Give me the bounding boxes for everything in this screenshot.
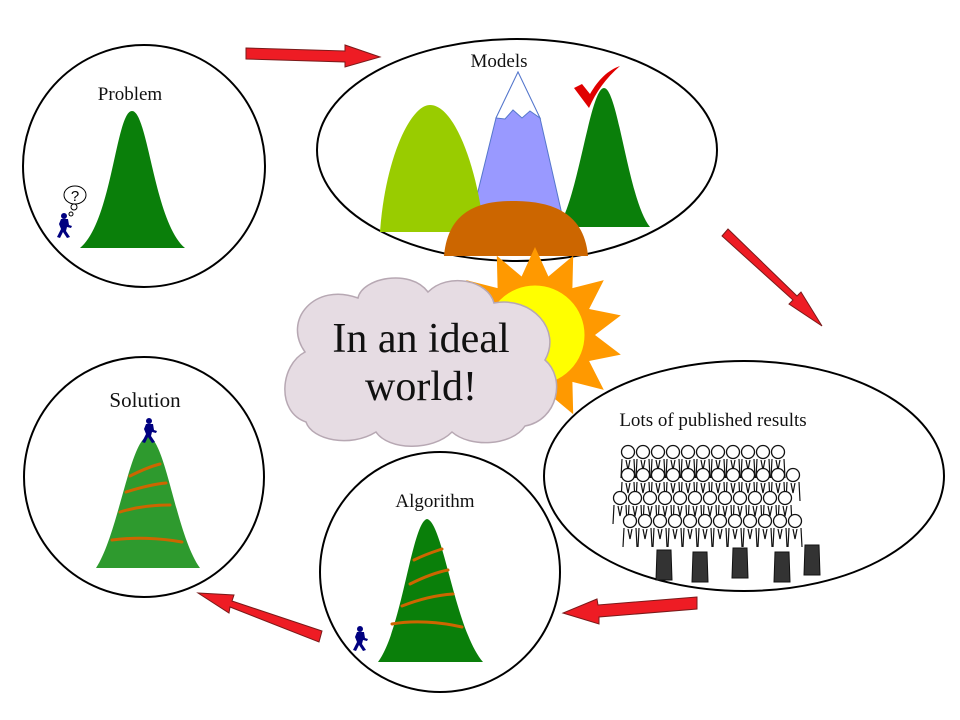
crowd-person-head (710, 444, 726, 460)
crowd-person-body (697, 527, 713, 548)
crowd-person-body (712, 527, 728, 548)
crowd-person-head (652, 513, 668, 529)
published-label: Lots of published results (619, 410, 806, 431)
crowd-person-body (622, 527, 638, 548)
crowd-person-body (787, 527, 803, 548)
crowd-person-head (712, 513, 728, 529)
crowd-person-body (742, 527, 758, 548)
crowd-person-suit (731, 547, 749, 579)
arrow-problem-to-models (245, 44, 382, 68)
thinking-hiker-icon: ? (57, 185, 87, 238)
crowd-person-head (672, 490, 688, 506)
crowd-person-head (742, 513, 758, 529)
crowd-person-head (665, 467, 681, 483)
crowd-person-head (612, 490, 628, 506)
arrow-models-to-results (721, 228, 823, 327)
crowd-person-head (785, 467, 801, 483)
models-label: Models (471, 51, 528, 72)
crowd-person-body (727, 527, 743, 548)
crowd-person-head (637, 513, 653, 529)
solution-node: Solution (23, 356, 265, 598)
crowd-person-head (757, 513, 773, 529)
crowd-person-head (657, 490, 673, 506)
crowd-person-body (667, 527, 683, 548)
brown-hill (444, 201, 588, 256)
crowd-person-head (695, 467, 711, 483)
crowd-person-head (777, 490, 793, 506)
crowd-person-head (740, 467, 756, 483)
crowd-person-head (687, 490, 703, 506)
solution-spiral-path (110, 462, 184, 544)
crowd-person-head (787, 513, 803, 529)
crowd-person-head (682, 513, 698, 529)
crowd-icon (612, 444, 821, 583)
algorithm-label: Algorithm (395, 491, 474, 512)
crowd-person-body (637, 527, 653, 548)
crowd-person-body (682, 527, 698, 548)
lime-hill (380, 105, 484, 232)
crowd-person-body (652, 527, 668, 548)
green-peak (558, 88, 650, 227)
crowd-person-head (620, 467, 636, 483)
crowd-person-head (755, 444, 771, 460)
cloud-text-line2: world! (365, 364, 477, 410)
crowd-person-head (680, 444, 696, 460)
crowd-person-head (725, 444, 741, 460)
snow-cap (495, 70, 542, 120)
crowd-person-body (757, 527, 773, 548)
problem-node: Problem ? (22, 44, 266, 288)
checkmark-icon (574, 66, 620, 108)
crowd-person-suit (691, 551, 709, 583)
crowd-person-head (635, 467, 651, 483)
crowd-person-head (762, 490, 778, 506)
crowd-person-head (725, 467, 741, 483)
crowd-person-suit (655, 549, 673, 581)
crowd-person-head (642, 490, 658, 506)
crowd-person-head (665, 444, 681, 460)
problem-peak (80, 111, 185, 248)
crowd-person-head (727, 513, 743, 529)
crowd-person-head (747, 490, 763, 506)
crowd-person-head (732, 490, 748, 506)
crowd-person-head (622, 513, 638, 529)
crowd-person-head (620, 444, 636, 460)
crowd-person-head (680, 467, 696, 483)
flow-arrows (196, 44, 823, 643)
crowd-person-head (635, 444, 651, 460)
algorithm-spiral-path (390, 547, 464, 629)
crowd-person-suit (773, 551, 791, 583)
arrow-algorithm-to-solution (196, 592, 323, 643)
arrow-results-to-algorithm (561, 596, 698, 625)
crowd-person-head (710, 467, 726, 483)
algorithm-node: Algorithm (319, 451, 561, 693)
crowd-person-head (770, 444, 786, 460)
cloud-text-line1: In an ideal (332, 316, 509, 362)
crowd-person-head (770, 467, 786, 483)
cloud-callout: In an ideal world! (284, 277, 558, 447)
crowd-person-head (695, 444, 711, 460)
crowd-person-head (650, 444, 666, 460)
crowd-person-head (755, 467, 771, 483)
problem-label: Problem (98, 84, 163, 105)
crowd-person-head (697, 513, 713, 529)
crowd-person-head (772, 513, 788, 529)
cloud-shape (284, 277, 558, 447)
crowd-person-head (650, 467, 666, 483)
question-mark: ? (71, 188, 79, 205)
solution-peak (96, 436, 200, 568)
crowd-person-head (627, 490, 643, 506)
solution-label: Solution (109, 388, 181, 412)
crowd-person-suit (803, 544, 821, 576)
crowd-person-body (772, 527, 788, 548)
crowd-person-head (717, 490, 733, 506)
models-node: Models (316, 38, 718, 262)
crowd-person-head (667, 513, 683, 529)
crowd-person-head (740, 444, 756, 460)
published-node: Lots of published results (543, 360, 945, 592)
crowd-person-head (702, 490, 718, 506)
